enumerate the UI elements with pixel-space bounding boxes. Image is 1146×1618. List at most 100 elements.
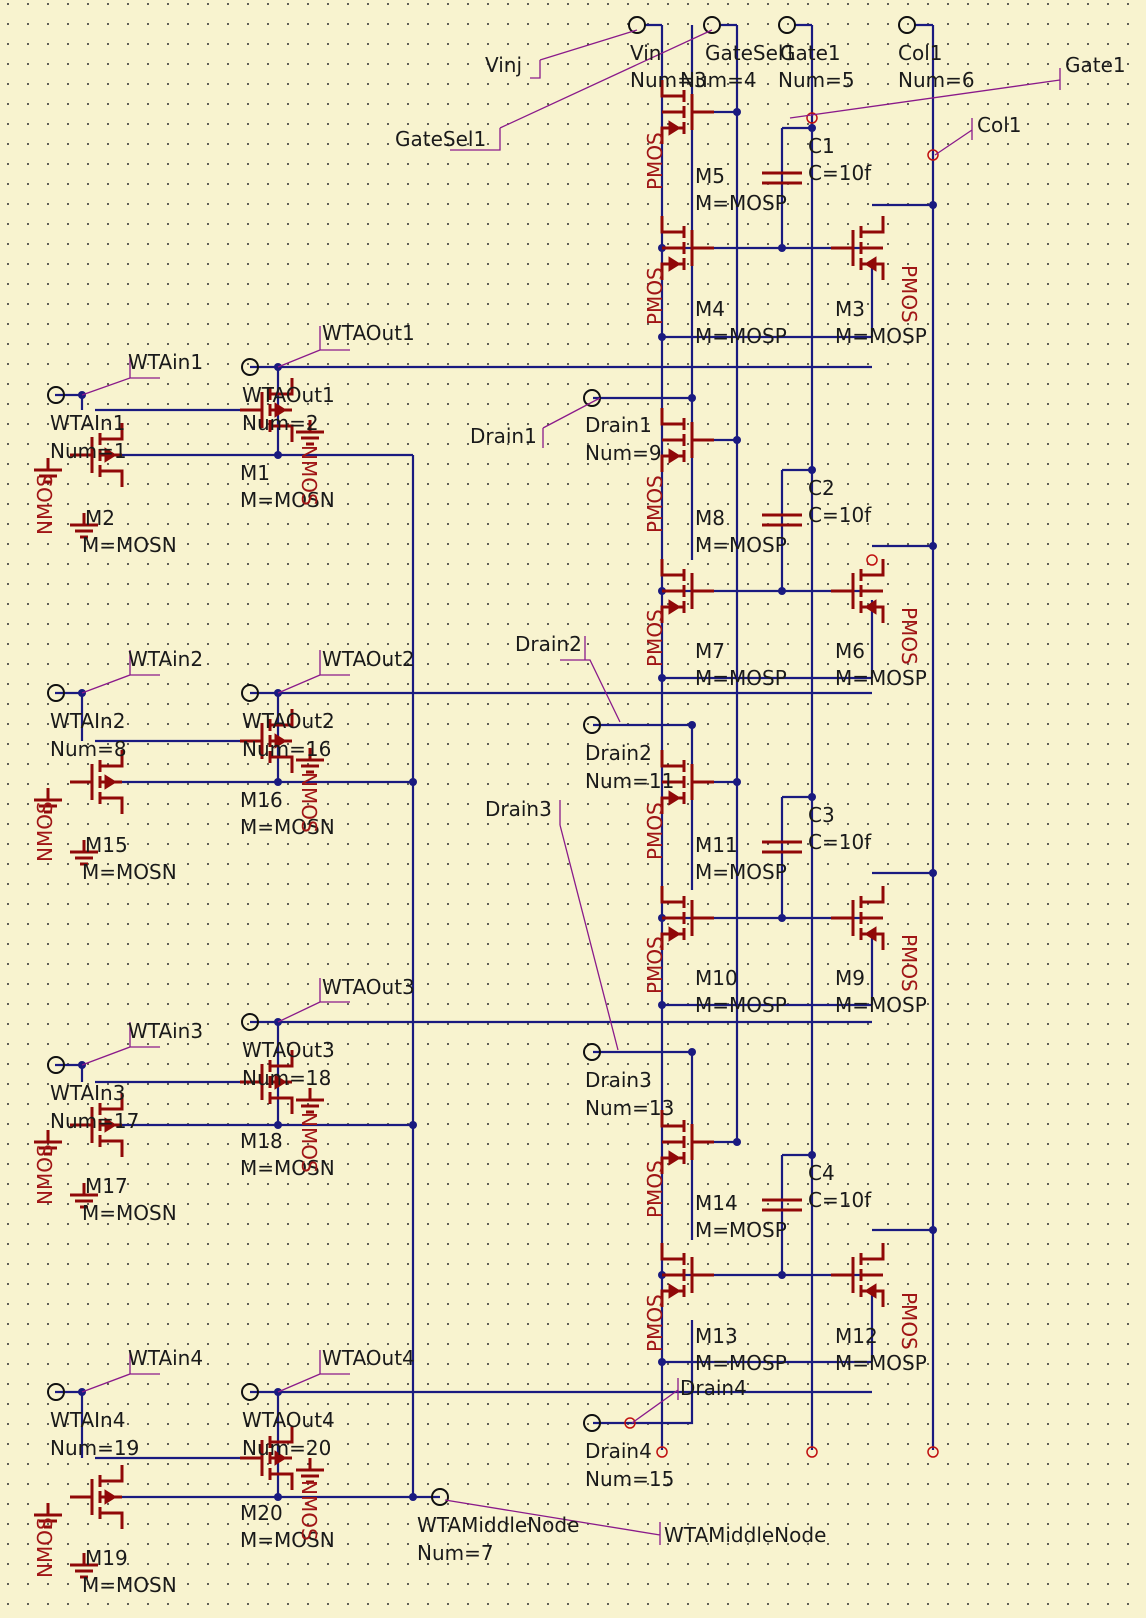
nmos-type-label: NMOS xyxy=(33,801,57,862)
pmos-model: M=MOSP xyxy=(695,1351,787,1375)
port-label-gatesel1: GateSel1 xyxy=(705,41,796,65)
port-wtaout1-terminal[interactable] xyxy=(241,358,259,376)
nmos-model: M=MOSN xyxy=(240,815,335,839)
pmos-symbol xyxy=(660,559,714,623)
pmos-name: M5 xyxy=(695,164,725,188)
pmos-type-label: PMOS xyxy=(643,1160,667,1218)
pmos-symbol xyxy=(660,216,714,280)
port-wtaout2-terminal[interactable] xyxy=(241,684,259,702)
nmos-model: M=MOSN xyxy=(240,1528,335,1552)
net-label-wtaout3: WTAOut3 xyxy=(322,975,415,999)
port-num-wtamiddlenode: Num=7 xyxy=(417,1541,494,1565)
pmos-type-label: PMOS xyxy=(897,607,921,665)
port-gatesel1-terminal[interactable] xyxy=(703,16,721,34)
capacitor-symbol xyxy=(762,513,802,527)
net-label-wtaout1: WTAOut1 xyxy=(322,321,415,345)
net-label-wtamiddlenode: WTAMiddleNode xyxy=(664,1523,826,1547)
nmos-symbol xyxy=(70,423,124,487)
nmos-symbol xyxy=(70,1465,124,1529)
wires xyxy=(55,23,935,1499)
ground-icon xyxy=(34,458,62,484)
port-wtain2-terminal[interactable] xyxy=(47,684,65,702)
port-label-wtaout4: WTAOut4 xyxy=(242,1408,335,1432)
net-label-gate1: Gate1 xyxy=(1065,53,1126,77)
pmos-type-label: PMOS xyxy=(897,1292,921,1350)
pmos-name: M3 xyxy=(835,297,865,321)
pmos-symbols xyxy=(660,80,885,1307)
port-circles xyxy=(47,16,939,1506)
port-vin-terminal[interactable] xyxy=(628,16,646,34)
port-wtain4-terminal[interactable] xyxy=(47,1383,65,1401)
net-label-wtain1: WTAin1 xyxy=(128,350,203,374)
port-drain2-terminal[interactable] xyxy=(583,716,601,734)
net-label-drain3: Drain3 xyxy=(485,797,552,821)
pmos-name: M13 xyxy=(695,1324,738,1348)
pmos-name: M8 xyxy=(695,506,725,530)
nmos-type-label: NMOS xyxy=(33,1517,57,1578)
nmos-name: M17 xyxy=(85,1174,128,1198)
port-wtamiddlenode-terminal[interactable] xyxy=(431,1488,449,1506)
nmos-model: M=MOSN xyxy=(240,1156,335,1180)
pmos-name: M11 xyxy=(695,833,738,857)
nmos-model: M=MOSN xyxy=(240,488,335,512)
net-label-leaders xyxy=(81,29,1061,1545)
port-label-drain4: Drain4 xyxy=(585,1439,652,1463)
port-labels: Vin Num=3 GateSel1 Num=4 Gate1 Num=5 Col… xyxy=(50,41,975,1565)
port-label-col1: Col1 xyxy=(898,41,942,65)
pmos-symbol xyxy=(660,750,714,814)
pmos-type-label: PMOS xyxy=(643,802,667,860)
port-drain4-terminal[interactable] xyxy=(583,1414,601,1432)
port-wtaout4-terminal[interactable] xyxy=(241,1383,259,1401)
cap-name: C4 xyxy=(808,1161,835,1185)
nmos-name: M15 xyxy=(85,833,128,857)
net-label-wtaout2: WTAOut2 xyxy=(322,647,415,671)
pmos-model: M=MOSP xyxy=(695,993,787,1017)
pmos-model: M=MOSP xyxy=(695,666,787,690)
port-drain3-terminal[interactable] xyxy=(583,1043,601,1061)
port-num-wtain2: Num=8 xyxy=(50,737,127,761)
pmos-symbol xyxy=(831,216,885,280)
pmos-symbol xyxy=(660,1243,714,1307)
pmos-name: M9 xyxy=(835,966,865,990)
port-label-wtaout2: WTAOut2 xyxy=(242,709,335,733)
pmos-name: M12 xyxy=(835,1324,878,1348)
port-label-wtain1: WTAIn1 xyxy=(50,411,125,435)
net-label-drain1: Drain1 xyxy=(470,424,537,448)
nmos-name: M18 xyxy=(240,1129,283,1153)
port-label-wtain2: WTAIn2 xyxy=(50,709,125,733)
junction-dots xyxy=(78,108,937,1501)
port-num-gatesel1: Num=4 xyxy=(680,68,757,92)
port-num-vin: Num=3 xyxy=(630,68,707,92)
net-label-col1: Col1 xyxy=(977,113,1021,137)
pmos-symbol xyxy=(660,886,714,950)
cap-value: C=10f xyxy=(808,1188,872,1212)
port-col1-terminal[interactable] xyxy=(898,16,916,34)
port-label-vin: Vin xyxy=(630,41,661,65)
port-num-col1: Num=6 xyxy=(898,68,975,92)
port-wtaout3-terminal[interactable] xyxy=(241,1013,259,1031)
port-wtain3-terminal[interactable] xyxy=(47,1056,65,1074)
ground-symbols xyxy=(34,420,324,1579)
nmos-name: M20 xyxy=(240,1501,283,1525)
port-label-drain1: Drain1 xyxy=(585,413,652,437)
pmos-model: M=MOSP xyxy=(835,666,927,690)
port-num-gate1: Num=5 xyxy=(778,68,855,92)
pmos-symbol xyxy=(660,80,714,144)
port-label-wtaout3: WTAOut3 xyxy=(242,1038,335,1062)
pmos-type-label: PMOS xyxy=(643,609,667,667)
port-num-wtaout4: Num=20 xyxy=(242,1436,331,1460)
port-label-wtaout1: WTAOut1 xyxy=(242,383,335,407)
pmos-name: M4 xyxy=(695,297,725,321)
port-label-wtain4: WTAIn4 xyxy=(50,1408,125,1432)
pmos-name: M10 xyxy=(695,966,738,990)
capacitor-symbol xyxy=(762,840,802,854)
ground-icon xyxy=(70,513,98,539)
pmos-model: M=MOSP xyxy=(695,533,787,557)
port-num-drain4: Num=15 xyxy=(585,1467,674,1491)
port-gate1-terminal[interactable] xyxy=(778,16,796,34)
net-label-drain4: Drain4 xyxy=(680,1376,747,1400)
port-wtain1-terminal[interactable] xyxy=(47,386,65,404)
pmos-type-label: PMOS xyxy=(643,1294,667,1352)
port-num-wtaout3: Num=18 xyxy=(242,1066,331,1090)
